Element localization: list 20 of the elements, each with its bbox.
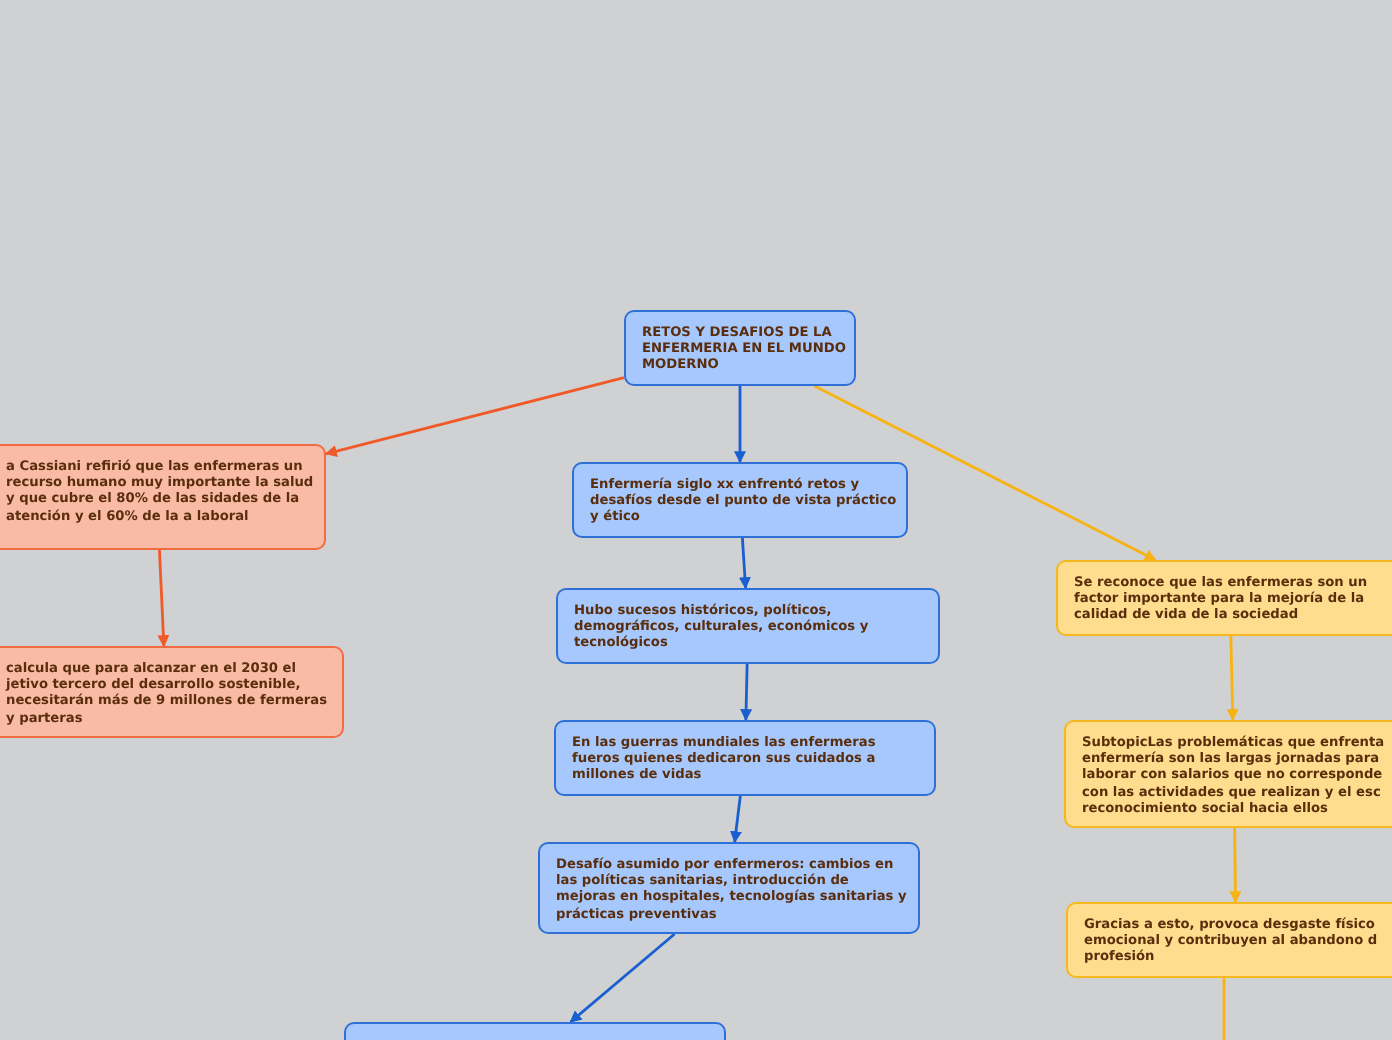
arrow — [1229, 828, 1242, 904]
arrow — [740, 663, 753, 722]
topic-box — [1064, 720, 1392, 829]
topic-box — [538, 842, 920, 934]
arrow — [813, 384, 1157, 562]
topic-box — [624, 310, 856, 386]
topic-box — [572, 462, 908, 538]
topic-box — [554, 720, 936, 796]
arrow — [1226, 635, 1239, 722]
arrow — [734, 386, 746, 464]
topic-box — [0, 646, 344, 738]
topic-box — [0, 444, 326, 550]
arrow — [569, 932, 676, 1024]
arrow — [324, 376, 625, 457]
topic-box — [556, 588, 940, 664]
arrow — [157, 549, 170, 648]
arrow — [730, 795, 742, 844]
topic-box — [1066, 902, 1392, 978]
arrow — [738, 537, 751, 590]
topic-box — [1056, 560, 1392, 636]
